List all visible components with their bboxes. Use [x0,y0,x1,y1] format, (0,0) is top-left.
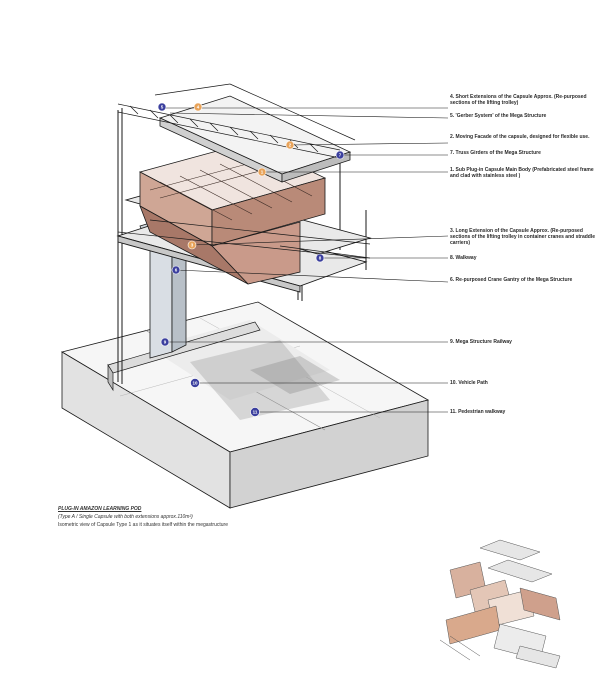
label-3-long-extension: 3. Long Extension of the Capsule Approx.… [450,228,596,247]
label-11-pedestrian-walkway: 11. Pedestrian walkway [450,409,506,415]
caption-title: PLUG-IN AMAZON LEARNING POD [58,506,142,512]
svg-text:9: 9 [164,340,167,345]
ground-shadow [190,340,340,420]
truss-girder-upper [117,83,356,159]
marker-1: 1 [257,167,267,177]
label-1-capsule-main-body: 1. Sub Plug-in Capsule Main Body (Prefab… [450,167,594,180]
marker-4: 4 [193,102,203,112]
marker-9: 9 [160,337,170,347]
upper-trolley-roof [158,95,352,183]
caption-description: Isometric view of Capsule Type 1 as it s… [58,522,228,528]
svg-text:10: 10 [192,381,198,386]
label-6-crane-gantry: 6. Re-purposed Crane Gantry of the Mega … [450,277,573,283]
markers: 5 4 2 7 1 3 8 6 9 10 11 [157,102,345,417]
label-7-truss-girders: 7. Truss Girders of the Mega Structure [450,150,541,156]
svg-text:11: 11 [253,410,258,415]
svg-text:8: 8 [319,256,322,261]
marker-5: 5 [157,102,167,112]
label-4-short-extensions: 4. Short Extensions of the Capsule Appro… [450,94,587,107]
marker-2: 2 [285,140,295,150]
svg-text:1: 1 [261,170,264,175]
label-9-railway: 9. Mega Structure Railway [450,339,512,345]
svg-text:7: 7 [339,153,342,158]
label-10-vehicle-path: 10. Vehicle Path [450,380,488,386]
svg-text:6: 6 [175,268,178,273]
marker-11: 11 [250,407,260,417]
svg-text:3: 3 [191,243,194,248]
marker-3: 3 [187,240,197,250]
svg-text:4: 4 [197,105,200,110]
label-8-walkway: 8. Walkway [450,255,477,261]
label-2-moving-facade: 2. Moving Facade of the capsule, designe… [450,134,590,140]
svg-text:2: 2 [289,143,292,148]
caption-subtitle: (Type A / Single Capsule with both exten… [58,514,193,520]
marker-7: 7 [335,150,345,160]
svg-text:5: 5 [161,105,164,110]
exploded-view-thumbnail [439,539,561,669]
marker-10: 10 [190,378,200,388]
marker-8: 8 [315,253,325,263]
label-5-gerber-system: 5. 'Gerber System' of the Mega Structure [450,113,547,119]
leader-lines [165,107,449,413]
marker-6: 6 [171,265,181,275]
plinth [107,321,261,392]
